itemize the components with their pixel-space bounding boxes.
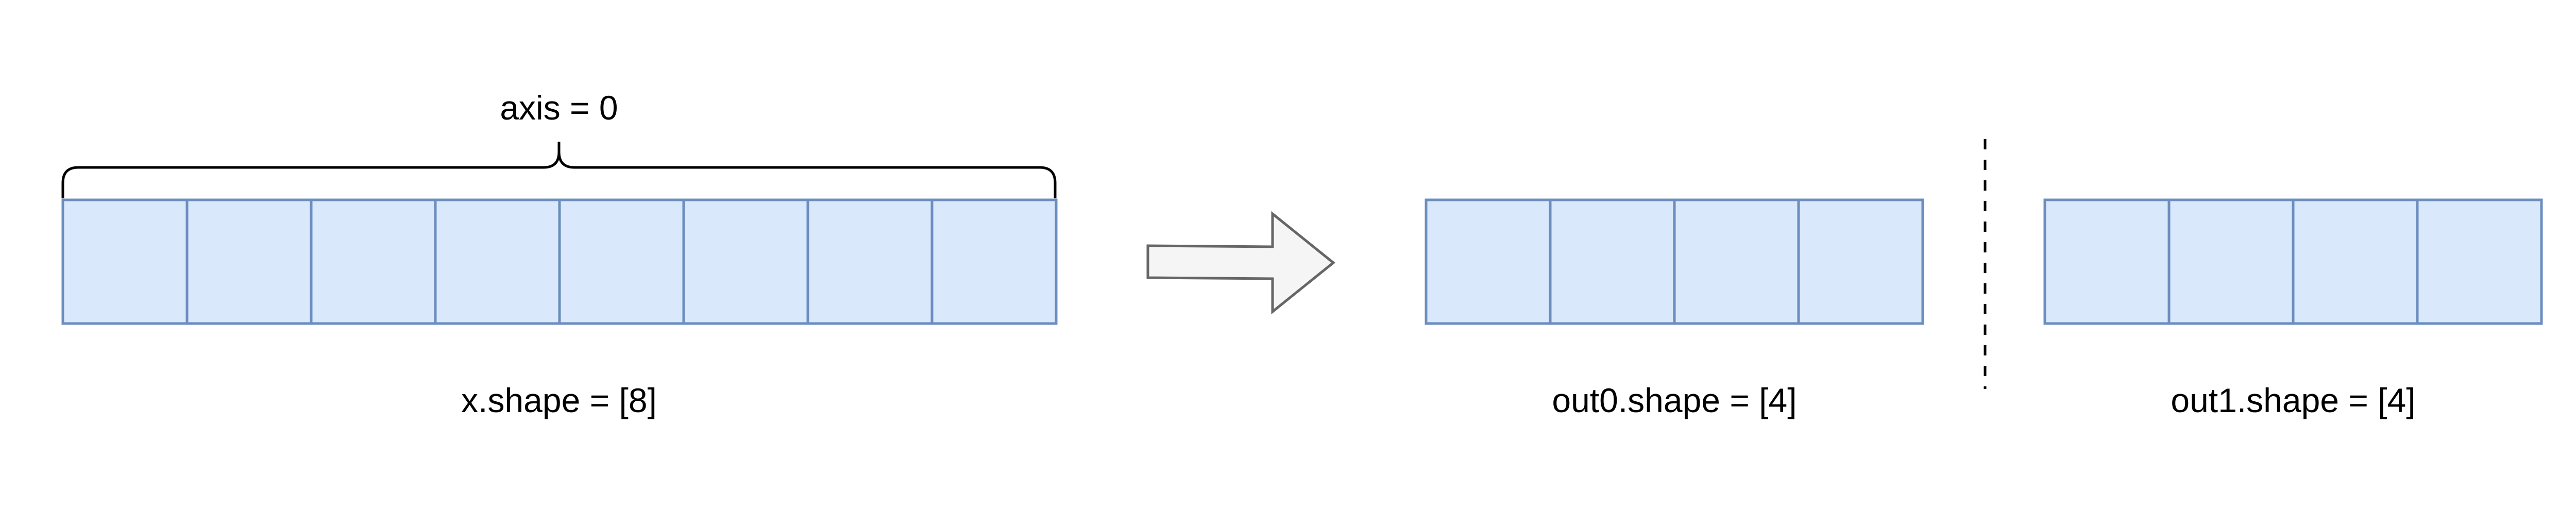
output0-cell-2	[1673, 198, 1800, 325]
input-cell-2	[310, 198, 437, 325]
input-cell-6	[806, 198, 934, 325]
output-tensor-1	[2043, 198, 2543, 325]
output1-cell-2	[2292, 198, 2419, 325]
input-cell-5	[682, 198, 809, 325]
input-cell-7	[930, 198, 1058, 325]
output1-cell-1	[2167, 198, 2295, 325]
output1-cell-3	[2416, 198, 2543, 325]
input-cell-0	[61, 198, 189, 325]
output0-cell-0	[1425, 198, 1552, 325]
input-shape-label: x.shape = [8]	[461, 381, 657, 419]
input-cell-4	[558, 198, 685, 325]
right-arrow-icon	[1146, 211, 1335, 315]
output0-shape-label: out0.shape = [4]	[1552, 381, 1797, 419]
output1-shape-label: out1.shape = [4]	[2171, 381, 2415, 419]
input-cell-3	[434, 198, 561, 325]
output0-cell-1	[1549, 198, 1676, 325]
output1-cell-0	[2043, 198, 2171, 325]
axis-brace	[61, 142, 1057, 198]
axis-label: axis = 0	[500, 89, 618, 127]
input-cell-1	[185, 198, 313, 325]
input-tensor	[61, 198, 1058, 325]
output0-cell-3	[1797, 198, 1924, 325]
output-tensor-0	[1425, 198, 1924, 325]
